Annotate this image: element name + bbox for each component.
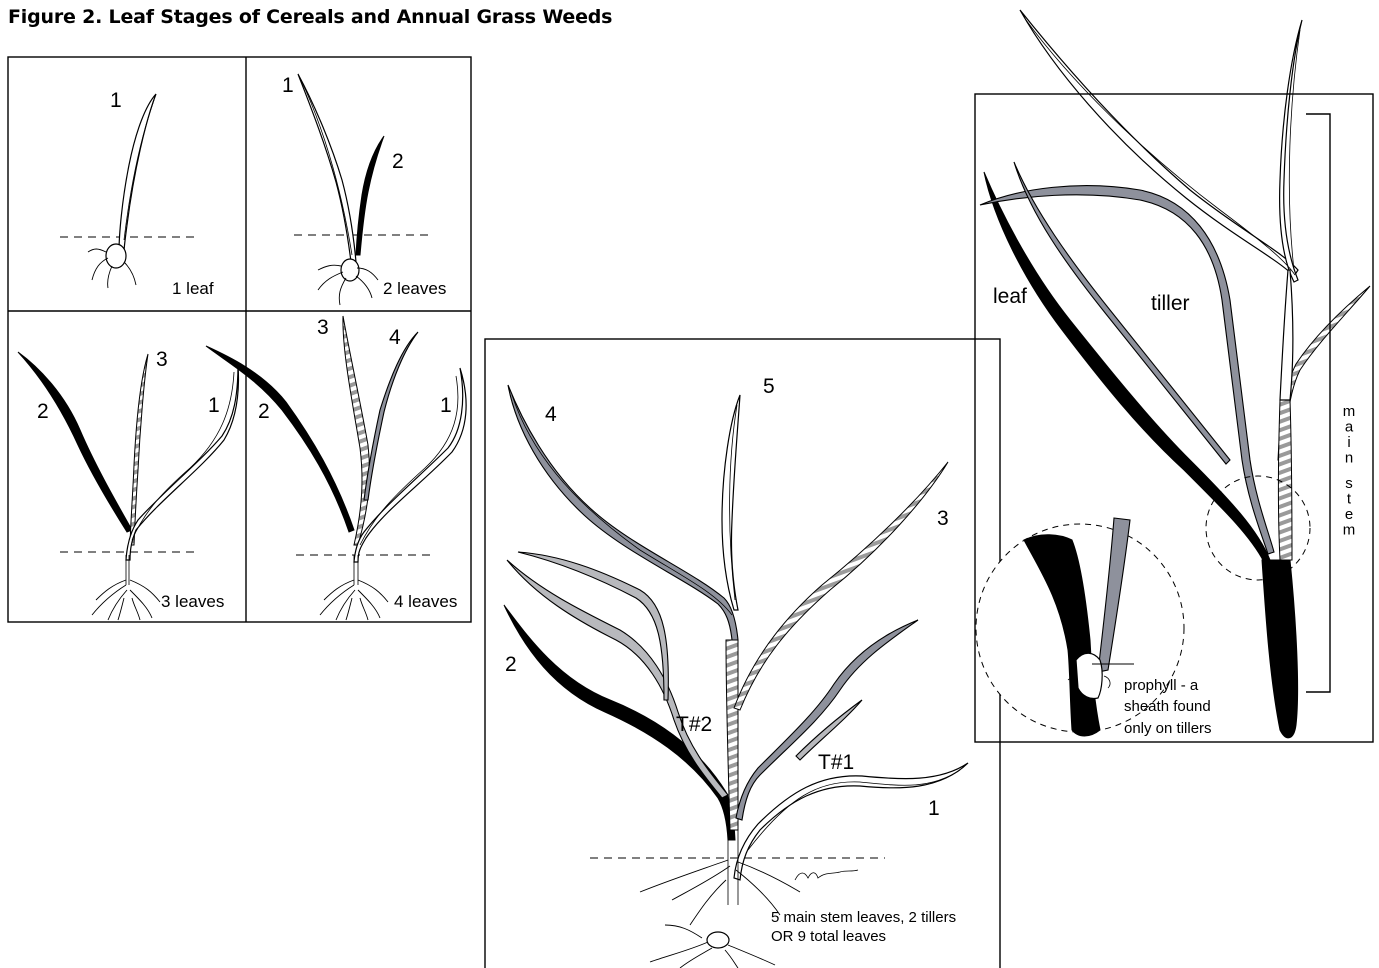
leaf-number: 2 [505,653,517,676]
panel-tillers-frame [485,339,1000,968]
panel-detail: leaf tiller prophyll - a sheath found on… [975,10,1373,742]
label-tiller: tiller [1151,292,1190,315]
leaf-number: 1 [208,394,220,417]
prophyll-label-line-3: only on tillers [1124,720,1212,737]
main-stem-letter: i [1347,434,1350,451]
tillers-caption-line-2: OR 9 total leaves [771,928,886,945]
leaf-number: 1 [928,797,940,820]
leaf-number: 3 [156,348,168,371]
main-stem-letter: s [1345,475,1353,492]
leaf-number: 2 [37,400,49,423]
main-stem-letter: n [1345,450,1353,467]
main-stem-bracket [1306,114,1330,692]
seed [341,259,359,281]
tillers-caption-line-1: 5 main stem leaves, 2 tillers [771,909,956,926]
label-leaf: leaf [993,285,1027,308]
main-stem-letter: m [1343,522,1356,539]
main-stem-letter: t [1347,491,1352,508]
leaf-number: 4 [389,326,401,349]
stage-caption: 1 leaf [172,279,214,298]
panel-tillers: 5 4 3 2 1 T#2 T#1 5 main stem leaves, 2 … [485,339,1000,968]
leaf-number: 2 [258,400,270,423]
tiller-leaf [980,186,1274,554]
seed [106,244,126,268]
leaf-number: 1 [282,74,294,97]
leaf-number: 3 [937,507,949,530]
zoom-circle-small [1206,476,1310,580]
main-stem-letter: e [1345,506,1353,523]
leaf-number: 2 [392,150,404,173]
stem-base [1262,560,1298,738]
upper-leaf-right [1280,20,1302,282]
leaf-number: 4 [545,403,557,426]
inset-prophyll [1076,653,1102,698]
main-stem-letter: a [1345,419,1354,436]
prophyll-label-line-1: prophyll - a [1124,677,1199,694]
tiller-label: T#1 [818,751,854,774]
stage-caption: 2 leaves [383,279,446,298]
stage-grid [8,57,471,622]
leaf-number: 5 [763,375,775,398]
main-stem-letter: m [1343,403,1356,420]
leaf-black [984,172,1270,562]
stage-caption: 4 leaves [394,592,457,611]
stage-caption: 3 leaves [161,592,224,611]
main-stem [1279,400,1293,560]
tiller-label: T#2 [676,713,712,736]
leaf-number: 1 [110,89,122,112]
stage-grid-frame [8,57,471,622]
seed [707,932,729,948]
upper-leaf-left [1020,10,1298,276]
prophyll-label-line-2: sheath found [1124,698,1211,715]
leaf-number: 3 [317,316,329,339]
leaf-number: 1 [440,394,452,417]
